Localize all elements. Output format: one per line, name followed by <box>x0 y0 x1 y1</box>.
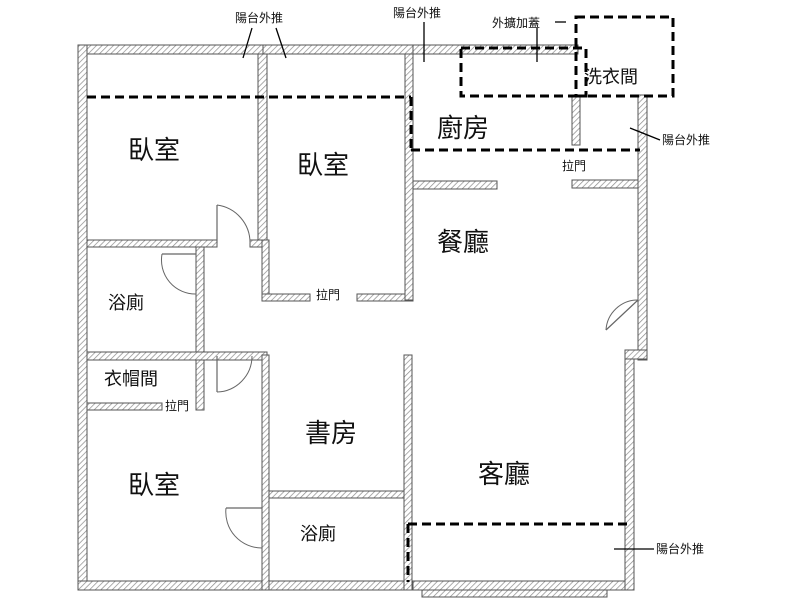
label-bath-bottom: 浴廁 <box>300 523 336 545</box>
door-bath-left <box>160 253 197 295</box>
note-balcony-top-mid: 陽台外推 <box>393 5 441 20</box>
wall-outer-top-left <box>77 44 264 55</box>
label-living: 客廳 <box>478 460 530 490</box>
wall-bed2-left-lower <box>261 239 270 301</box>
label-bath-left: 浴廁 <box>108 292 144 314</box>
wall-bath1-right <box>195 246 205 356</box>
wall-bath1-bottom <box>86 351 268 361</box>
door-cloakroom <box>216 355 253 393</box>
wall-right-jog <box>624 349 648 360</box>
label-study: 書房 <box>305 419 357 449</box>
wall-study-bath-divider <box>268 490 405 499</box>
note-balcony-bottom-right: 陽台外推 <box>656 541 704 556</box>
leader-balcony-right-upper <box>629 127 661 141</box>
wall-laundry-stub <box>571 94 581 146</box>
wall-outer-top-center <box>262 44 414 55</box>
doors <box>160 204 639 549</box>
laundry-extension-box <box>574 15 675 98</box>
wall-study-left <box>261 354 270 591</box>
note-balcony-right-upper: 陽台外推 <box>662 132 710 147</box>
note-sliding-door-bedroom: 拉門 <box>316 287 340 302</box>
wall-outer-left <box>77 44 88 591</box>
door-bedroom-bottom-left <box>225 507 263 549</box>
wall-bottom-step <box>421 589 608 598</box>
annotation-leaders <box>242 21 661 550</box>
door-entrance <box>605 299 639 331</box>
note-sliding-door-cloakroom: 拉門 <box>165 398 189 413</box>
wall-cloak-bottom <box>86 402 163 411</box>
label-cloakroom: 衣帽間 <box>104 369 158 390</box>
door-bedroom-top-left <box>216 204 251 244</box>
wall-outer-bottom <box>77 580 423 591</box>
label-bedroom-bottom-left: 臥室 <box>128 471 180 501</box>
wall-bed1-bottom <box>86 239 218 248</box>
wall-bed1-bed2 <box>257 53 268 245</box>
wall-study-right <box>403 354 413 591</box>
leader-balcony-top-left-a <box>242 27 253 59</box>
room-labels: 臥室 臥室 廚房 餐廳 客廳 書房 臥室 浴廁 浴廁 衣帽間 洗衣間 <box>104 67 638 545</box>
label-laundry: 洗衣間 <box>584 67 638 88</box>
wall-cloak-right <box>195 359 205 411</box>
label-bedroom-top-center: 臥室 <box>297 151 349 181</box>
walls <box>77 44 648 598</box>
note-balcony-top-left: 陽台外推 <box>235 10 283 25</box>
label-bedroom-top-left: 臥室 <box>128 136 180 166</box>
wall-outer-right-lower <box>624 349 635 591</box>
extension-dashed-lines <box>87 15 675 582</box>
label-kitchen: 廚房 <box>437 114 489 144</box>
leader-balcony-top-left-b <box>275 27 287 59</box>
note-sliding-door-kitchen: 拉門 <box>562 158 586 173</box>
wall-outer-bottom-right <box>412 580 632 591</box>
wall-bed2-bottom-left <box>261 293 311 302</box>
wall-outer-right-upper <box>637 94 648 361</box>
wall-bed2-right <box>404 53 414 301</box>
wall-kitchen-dining <box>412 180 498 190</box>
label-dining: 餐廳 <box>437 228 489 258</box>
note-canopy-extension: 外擴加蓋 <box>492 15 540 30</box>
annotation-notes: 陽台外推 陽台外推 外擴加蓋 陽台外推 陽台外推 拉門 拉門 拉門 <box>165 5 710 556</box>
wall-laundry-bottom <box>571 179 639 189</box>
canopy-extension-box <box>459 46 588 98</box>
